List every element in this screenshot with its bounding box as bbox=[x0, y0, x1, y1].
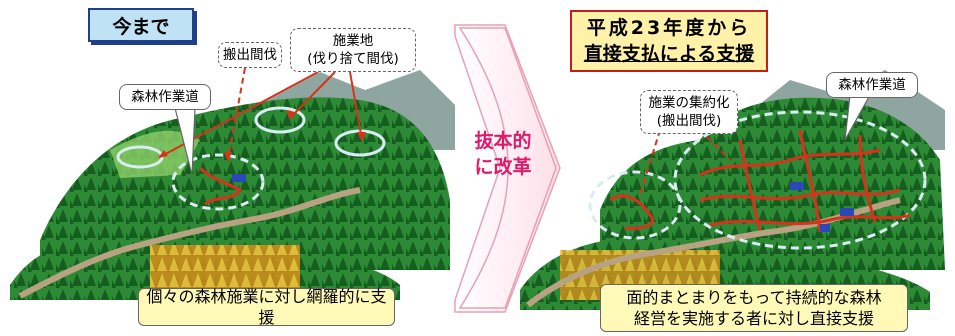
forest-road-network bbox=[609, 129, 911, 233]
after-summary-line1: 面的まとまりをもって持続的な森林 bbox=[626, 288, 882, 307]
arrow-site-3 bbox=[349, 71, 363, 141]
reform-label: 抜本的 に改革 bbox=[468, 128, 538, 180]
arrow-consolidation-2 bbox=[699, 129, 731, 161]
reform-label-line2: に改革 bbox=[474, 156, 532, 178]
before-title: 今まで bbox=[88, 8, 194, 42]
after-title-line1: 平成23年度から bbox=[586, 17, 752, 39]
machine-right-1 bbox=[790, 182, 804, 190]
harvest-thinning-label: 搬出間伐 bbox=[223, 47, 277, 63]
machine-right-3 bbox=[820, 224, 830, 232]
consolidation-callout: 施業の集約化 (搬出間伐) bbox=[640, 90, 738, 134]
consolidation-circle-1 bbox=[588, 170, 682, 240]
after-summary-line2: 経営を実施する者に対し直接支援 bbox=[633, 309, 874, 328]
forest-road-callout-right: 森林作業道 bbox=[826, 72, 918, 98]
harvest-circle bbox=[171, 153, 265, 211]
arrow-site-2 bbox=[289, 71, 336, 119]
forest-road-label-right: 森林作業道 bbox=[838, 77, 906, 93]
forest-road-callout-left: 森林作業道 bbox=[119, 84, 211, 110]
operation-site-sublabel: (伐り捨て間伐) bbox=[307, 51, 399, 67]
forest-road-left bbox=[198, 166, 242, 206]
before-landscape bbox=[10, 67, 455, 300]
arrow-consolidation-1 bbox=[639, 129, 661, 196]
road-main-left bbox=[18, 187, 361, 299]
operation-site-callout: 施業地 (伐り捨て間伐) bbox=[290, 28, 416, 72]
consolidation-circle-2 bbox=[673, 110, 927, 250]
autumn-trees-left bbox=[150, 245, 300, 290]
consolidation-sublabel: (搬出間伐) bbox=[656, 113, 722, 129]
operation-site-label: 施業地 bbox=[332, 33, 374, 49]
machine-right-2 bbox=[840, 208, 854, 216]
after-title-line2: 直接支払による支援 bbox=[583, 43, 755, 65]
reform-label-line1: 抜本的 bbox=[474, 130, 532, 152]
harvest-thinning-callout: 搬出間伐 bbox=[218, 42, 282, 68]
site-circle-2 bbox=[254, 106, 306, 134]
before-summary: 個々の森林施業に対し網羅的に支援 bbox=[138, 287, 395, 327]
arrow-harvest bbox=[227, 67, 246, 161]
consolidation-label: 施業の集約化 bbox=[648, 95, 730, 111]
before-summary-text: 個々の森林施業に対し網羅的に支援 bbox=[146, 287, 387, 327]
forest-road-label-left: 森林作業道 bbox=[131, 89, 199, 105]
after-title: 平成23年度から 直接支払による支援 bbox=[570, 10, 768, 72]
after-summary: 面的まとまりをもって持続的な森林 経営を実施する者に対し直接支援 bbox=[600, 284, 908, 332]
machine-left bbox=[232, 174, 246, 182]
